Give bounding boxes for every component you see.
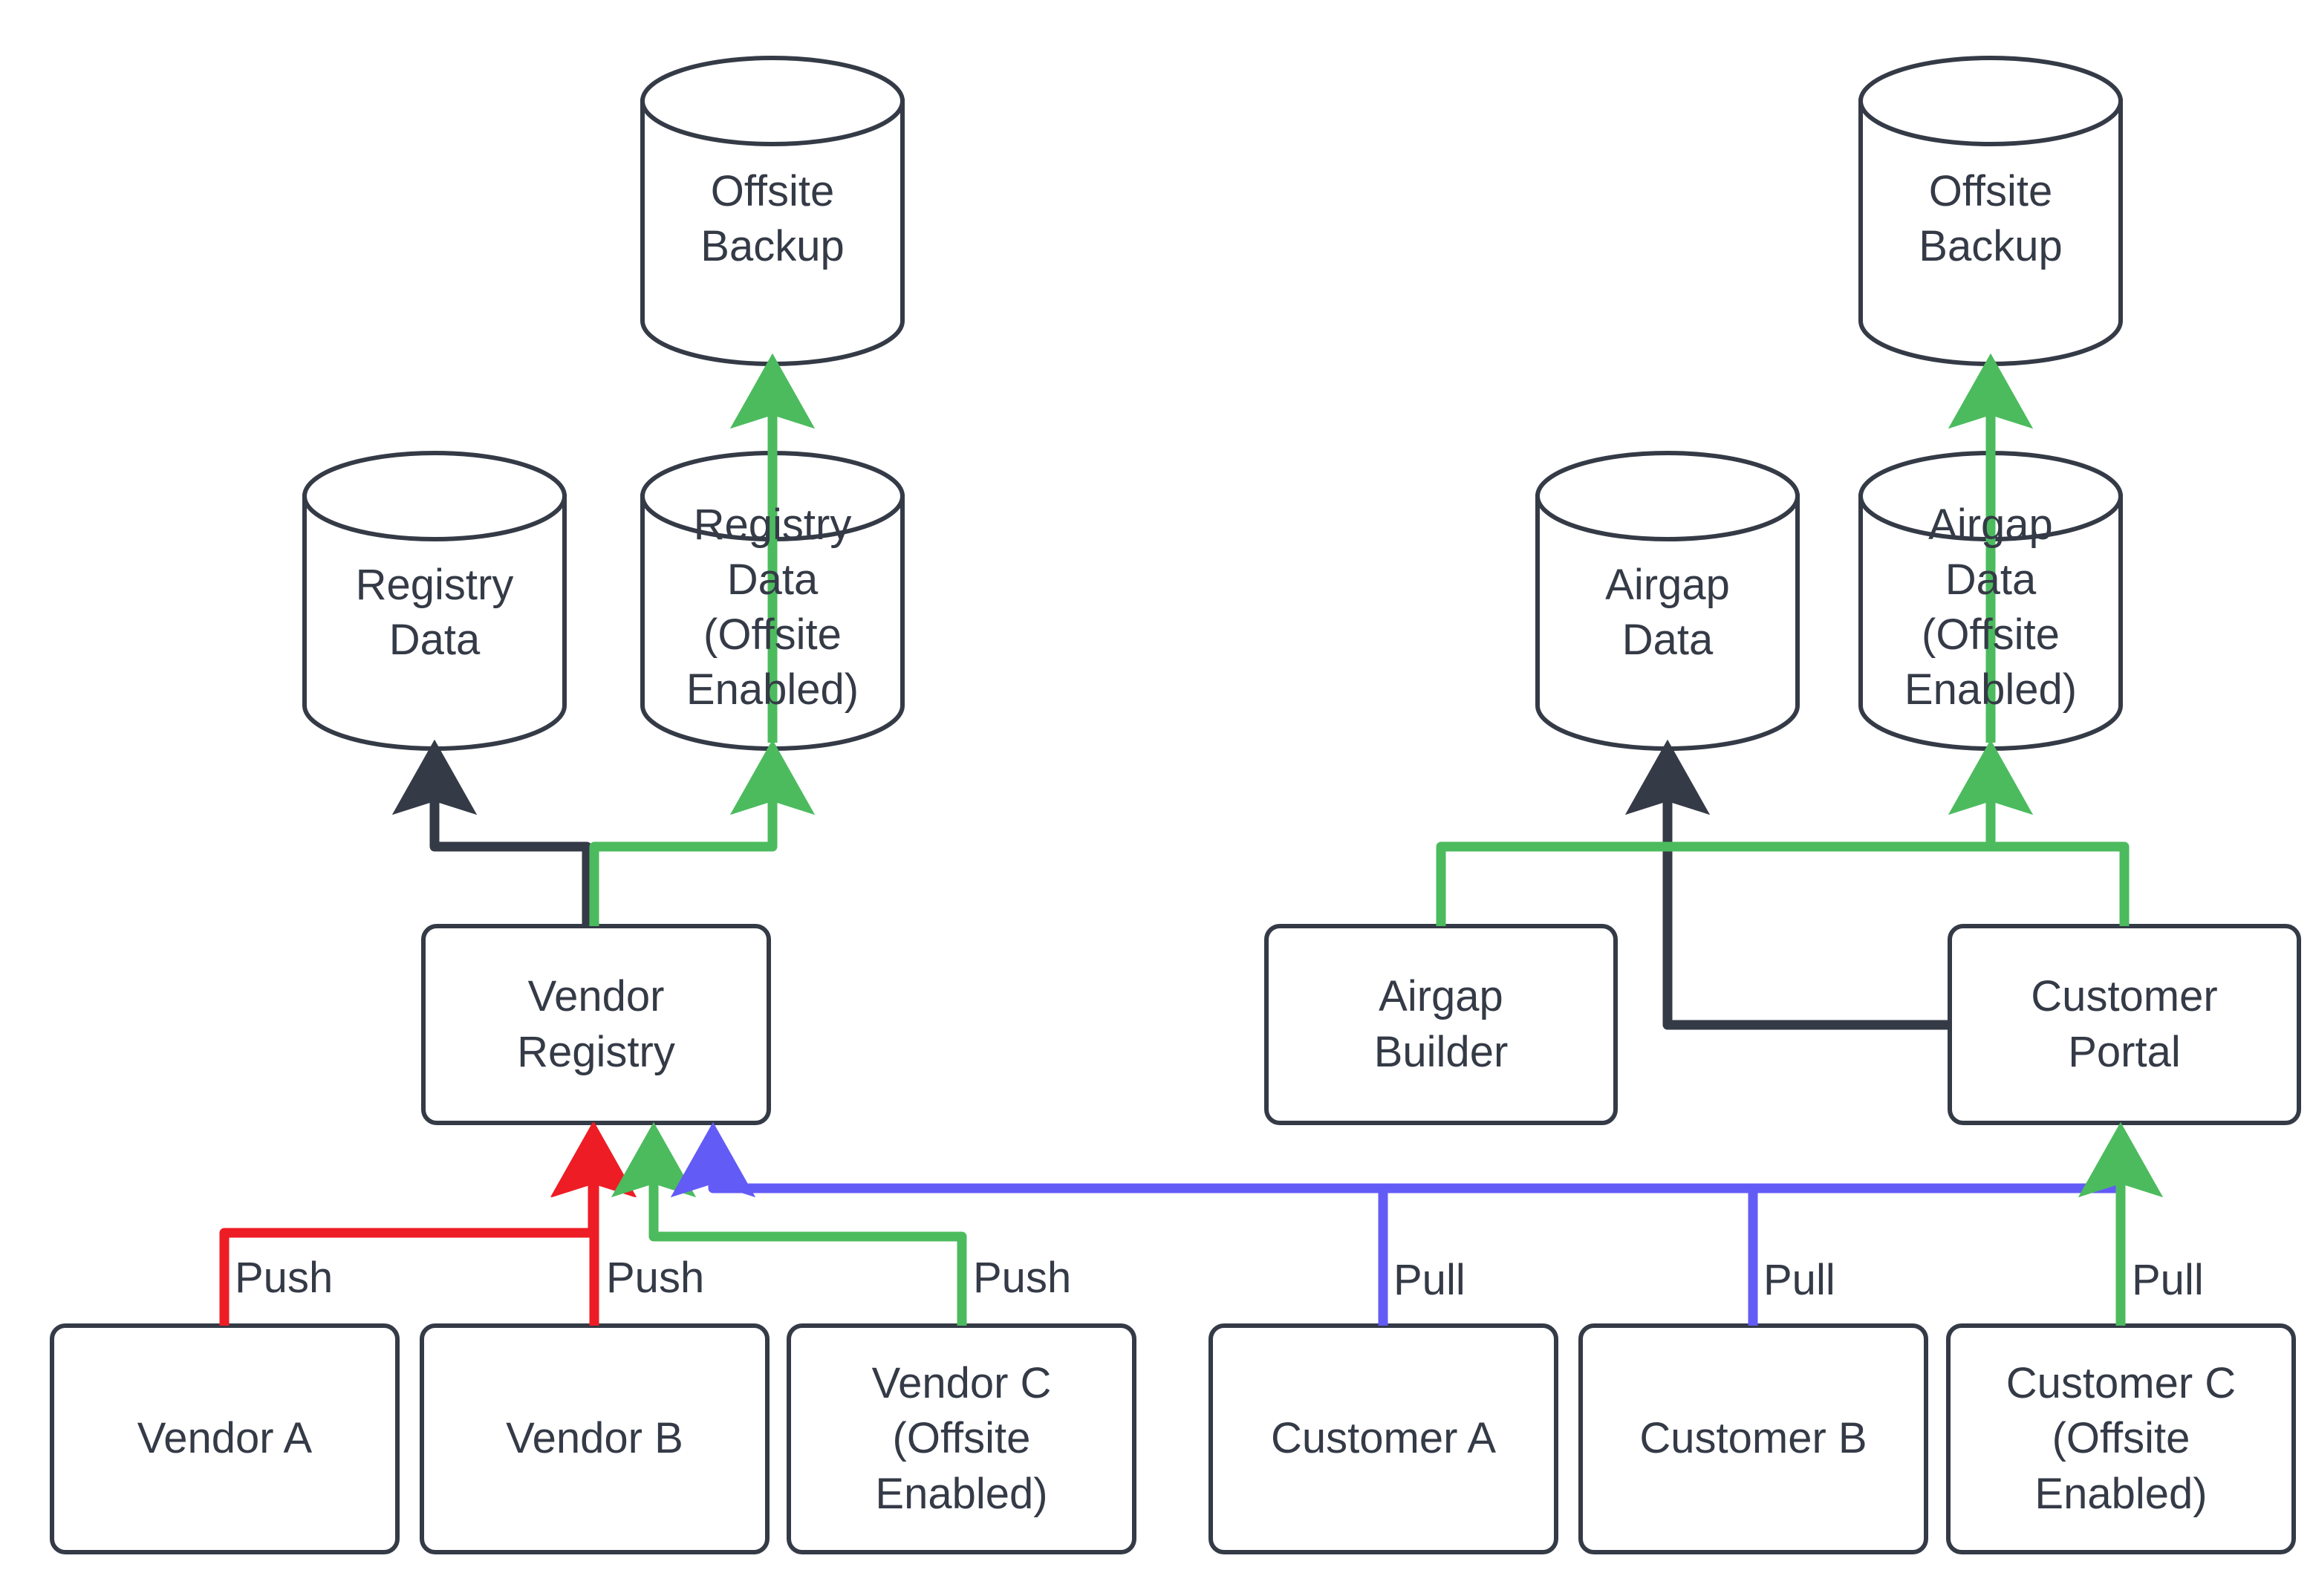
edge-label-pull-customer-b: Pull <box>1763 1256 1835 1304</box>
node-offsite-backup-left-shape <box>640 56 905 366</box>
edge-airgapbuilder-to-airgapdataoffsite <box>1436 739 2034 926</box>
node-customer-b-shape <box>1578 1323 1928 1554</box>
edge-vendorc-to-vendorregistry <box>611 1121 967 1326</box>
node-customer-c-shape <box>1946 1323 2296 1554</box>
node-airgap-data-shape <box>1535 451 1800 751</box>
edge-label-pull-customer-a: Pull <box>1393 1256 1465 1304</box>
node-customer-portal-shape <box>1948 924 2301 1125</box>
edge-customerportal-to-airgapdata <box>1624 739 1950 1030</box>
edge-label-pull-customer-c: Pull <box>2132 1256 2204 1304</box>
node-vendor-registry-shape <box>421 924 771 1125</box>
edge-vendorregistry-to-registrydataoffsite <box>589 739 816 926</box>
node-airgap-builder-shape <box>1264 924 1618 1125</box>
node-vendor-c-shape <box>787 1323 1136 1554</box>
node-offsite-backup-right-shape <box>1858 56 2123 366</box>
edge-label-push-vendor-c: Push <box>973 1254 1072 1302</box>
node-registry-data-shape <box>302 451 567 751</box>
edge-label-push-vendor-b: Push <box>606 1254 705 1302</box>
node-vendor-b-shape <box>420 1323 770 1554</box>
node-customer-a-shape <box>1208 1323 1558 1554</box>
node-vendor-a-shape <box>50 1323 400 1554</box>
edge-customerb-to-vendorregistry <box>713 1183 1758 1326</box>
edge-label-push-vendor-a: Push <box>235 1254 334 1302</box>
edge-vendorregistry-to-registrydata <box>391 739 592 926</box>
edge-customerportal-to-airgapdataoffsite <box>1991 841 2130 926</box>
